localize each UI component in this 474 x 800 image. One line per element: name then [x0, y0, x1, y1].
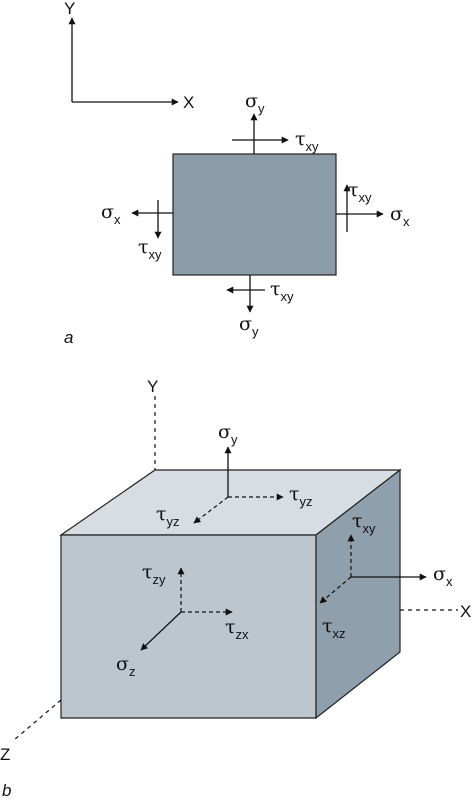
panel-b-label: b	[2, 781, 11, 800]
b-z-axis	[13, 699, 62, 741]
panel-a: Y X σy τxy τxy σx σx τxy τxy σy a	[64, 0, 410, 347]
b-front-tau-zy-label: τzy	[142, 561, 166, 587]
b-x-axis-label: X	[460, 602, 471, 621]
b-top-tau-z-arrow	[193, 496, 229, 524]
b-y-axis-label: Y	[147, 377, 158, 396]
b-top-tau-z-label: τyz	[156, 503, 180, 529]
a-stress-element	[172, 153, 337, 276]
b-front-tau-zx-label: τzx	[225, 616, 249, 642]
b-front-sigma-z-arrow	[140, 611, 182, 651]
b-top-sigma-label: σy	[218, 421, 238, 447]
a-right-tau-label: τxy	[348, 179, 372, 205]
b-side-tau-xy-label: τxy	[352, 510, 376, 536]
panel-b: Y X Z σy τyz τyz τzy τzx σz τxy σx τxz b	[0, 377, 471, 800]
b-front-face	[60, 534, 317, 719]
b-side-tau-xz-label: τxz	[322, 615, 346, 641]
panel-a-label: a	[64, 328, 73, 347]
a-left-tau-label: τxy	[138, 236, 162, 262]
b-side-sigma-x-label: σx	[433, 563, 453, 589]
b-z-axis-label: Z	[0, 745, 10, 764]
a-top-tau-label: τxy	[295, 128, 319, 154]
a-bottom-sigma-label: σy	[239, 313, 259, 339]
a-left-sigma-label: σx	[101, 201, 121, 227]
b-front-sigma-z-label: σz	[116, 653, 135, 679]
a-y-axis-label: Y	[64, 0, 75, 18]
a-x-axis-label: X	[183, 93, 194, 112]
a-bottom-tau-label: τxy	[270, 278, 294, 304]
b-side-face	[315, 468, 401, 720]
a-right-sigma-label: σx	[390, 203, 410, 229]
a-top-sigma-label: σy	[245, 90, 265, 116]
b-top-tau-x-label: τyz	[289, 483, 313, 509]
